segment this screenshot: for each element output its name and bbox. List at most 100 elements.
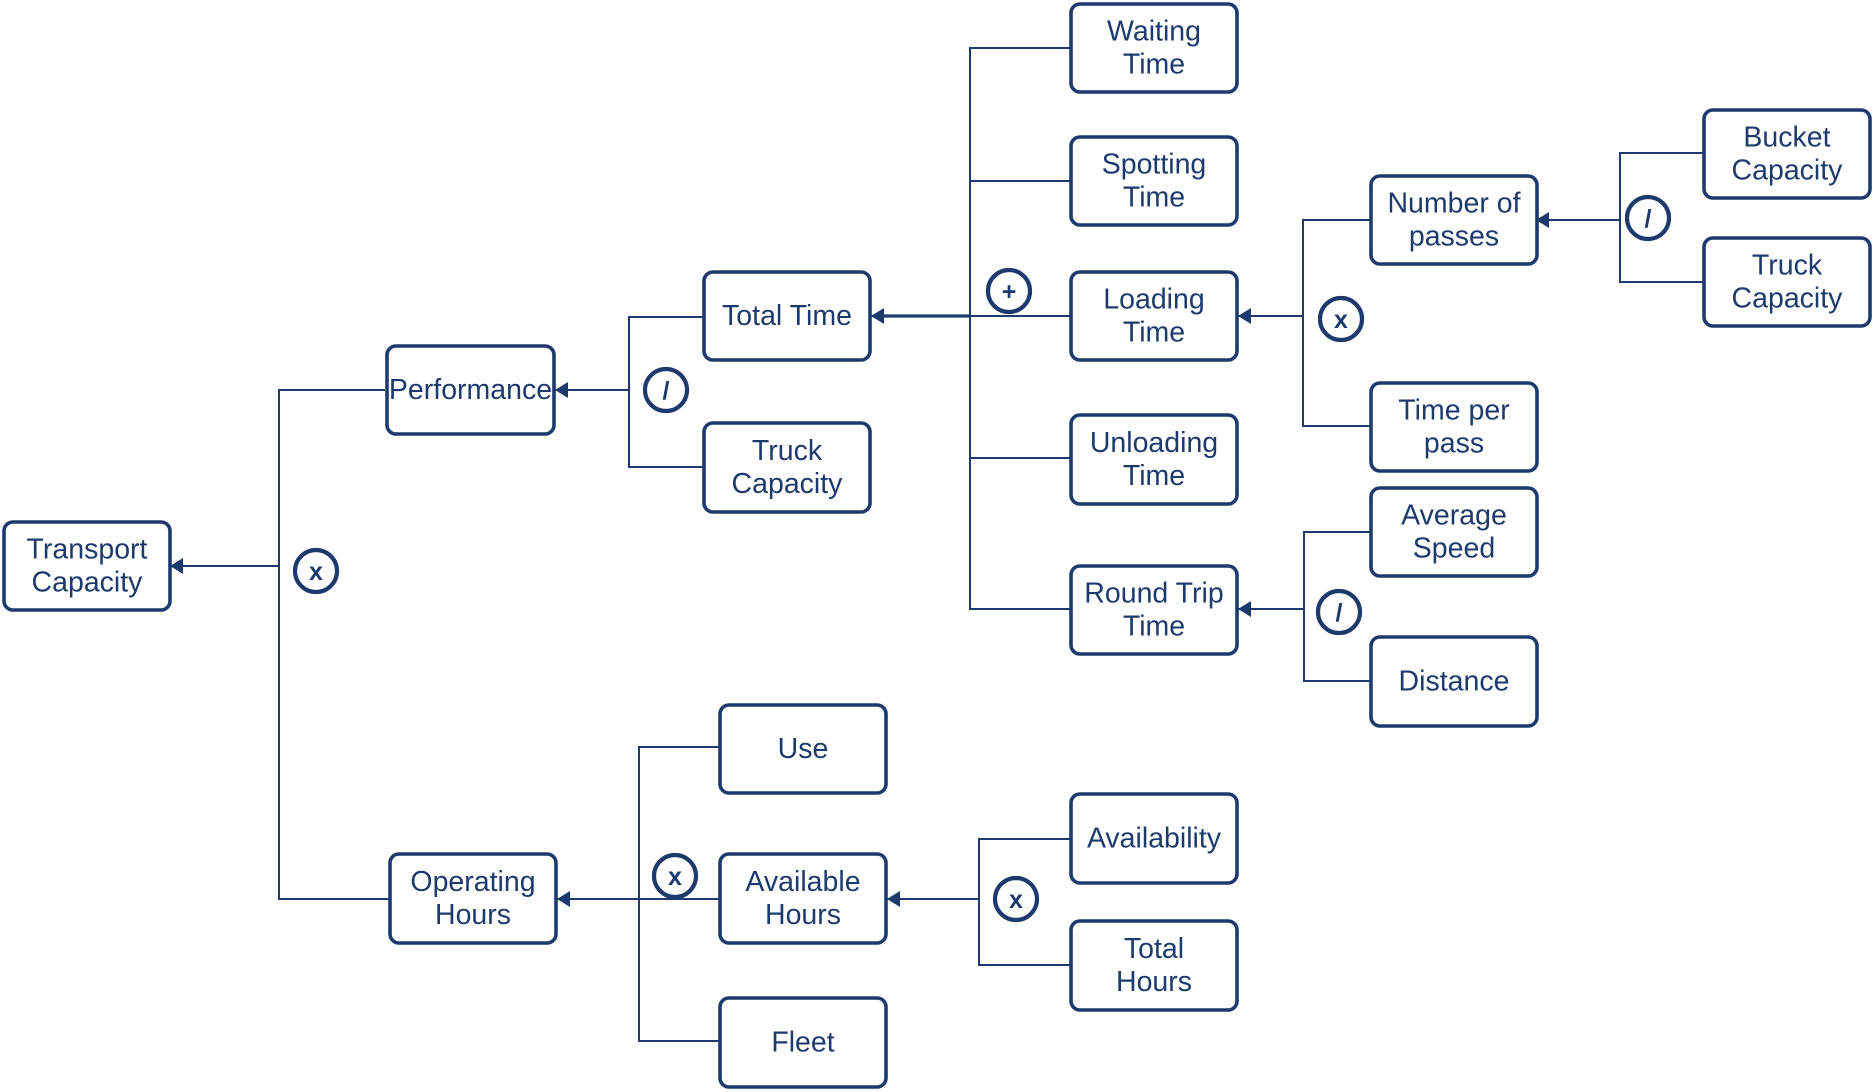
operators: x / + x / / x x [292, 194, 1672, 923]
arrow-available-hours [887, 891, 900, 907]
operator-passes: / [1624, 194, 1672, 242]
operator-circle [1315, 588, 1363, 636]
node-box [1369, 381, 1539, 473]
node-label-line: Round Trip [1084, 578, 1223, 610]
node-box [702, 270, 872, 362]
node-label-line: Capacity [732, 468, 844, 500]
node-label-line: Time [1123, 182, 1185, 214]
node-label-line: Truck [1752, 250, 1823, 282]
node-box [1069, 270, 1239, 362]
node-label-line: Loading [1103, 284, 1204, 316]
node-label-line: Available [745, 866, 860, 898]
node-box [1702, 236, 1872, 328]
arrow-performance [555, 382, 568, 398]
operator-round-trip: / [1315, 588, 1363, 636]
node-total-time: Total Time [702, 270, 872, 362]
node-distance: Distance [1369, 635, 1539, 728]
node-box [1369, 635, 1539, 728]
node-label-line: Speed [1413, 533, 1495, 565]
node-label-line: pass [1424, 428, 1484, 460]
node-label-line: Performance [389, 374, 552, 406]
node-box [1069, 564, 1239, 656]
node-label-line: Total [1124, 933, 1184, 965]
node-label-line: Capacity [1732, 283, 1844, 315]
operator-symbol: x [1334, 306, 1348, 334]
arrow-operating-hours [557, 891, 570, 907]
operator-symbol: / [663, 377, 670, 405]
node-box [718, 703, 888, 795]
node-label-line: Truck [752, 435, 823, 467]
node-label-line: Hours [1116, 966, 1192, 998]
connectors [170, 47, 1704, 1042]
node-box [1069, 919, 1239, 1012]
node-box [1069, 413, 1239, 506]
node-label-line: Transport [27, 534, 148, 566]
arrow-transport-capacity [170, 558, 183, 574]
arrow-number-of-passes [1536, 212, 1549, 228]
node-availability: Availability [1069, 792, 1239, 885]
node-label-line: Hours [765, 899, 841, 931]
node-use: Use [718, 703, 888, 795]
node-box [1702, 108, 1872, 200]
node-box [388, 852, 558, 945]
node-box [718, 996, 888, 1089]
node-box [2, 520, 172, 612]
node-label-line: Use [778, 733, 829, 765]
operator-circle [642, 366, 690, 414]
node-label-line: Availability [1087, 823, 1222, 855]
operator-symbol: / [1336, 599, 1343, 627]
operator-performance: / [642, 366, 690, 414]
node-label-line: Capacity [1732, 155, 1844, 187]
connector-operating-hours [557, 746, 720, 1042]
operator-symbol: x [668, 863, 682, 891]
arrow-loading-time [1238, 308, 1251, 324]
node-label-line: Time [1123, 317, 1185, 349]
node-label-line: Average [1401, 500, 1507, 532]
operator-transport: x [292, 547, 340, 595]
operator-symbol: x [1009, 886, 1023, 914]
node-label-line: Time [1123, 460, 1185, 492]
node-label-line: Hours [435, 899, 511, 931]
node-label-line: Time per [1398, 395, 1510, 427]
operator-symbol: / [1645, 205, 1652, 233]
node-box [718, 852, 888, 945]
connector-total-time [871, 47, 1071, 610]
arrow-round-trip-time [1238, 601, 1251, 617]
node-label-line: Operating [410, 866, 535, 898]
node-fleet: Fleet [718, 996, 888, 1089]
node-box [1369, 174, 1539, 266]
node-label-line: Fleet [771, 1027, 834, 1059]
operator-circle [985, 267, 1033, 315]
node-label-line: Distance [1399, 666, 1510, 698]
operator-circle [1624, 194, 1672, 242]
node-label-line: Time [1123, 49, 1185, 81]
node-label-line: passes [1409, 221, 1499, 253]
operator-total-time: + [985, 267, 1033, 315]
node-label-line: Capacity [32, 567, 144, 599]
operator-circle [992, 875, 1040, 923]
node-box [1069, 135, 1239, 227]
node-box [385, 344, 556, 436]
operator-available-hours: x [992, 875, 1040, 923]
operator-circle [1317, 295, 1365, 343]
operator-circle [292, 547, 340, 595]
node-box [702, 421, 872, 514]
node-label-line: Waiting [1107, 16, 1201, 48]
connector-available-hours [887, 838, 1071, 966]
node-performance: Performance [385, 344, 556, 436]
operator-operating-hours: x [651, 852, 699, 900]
